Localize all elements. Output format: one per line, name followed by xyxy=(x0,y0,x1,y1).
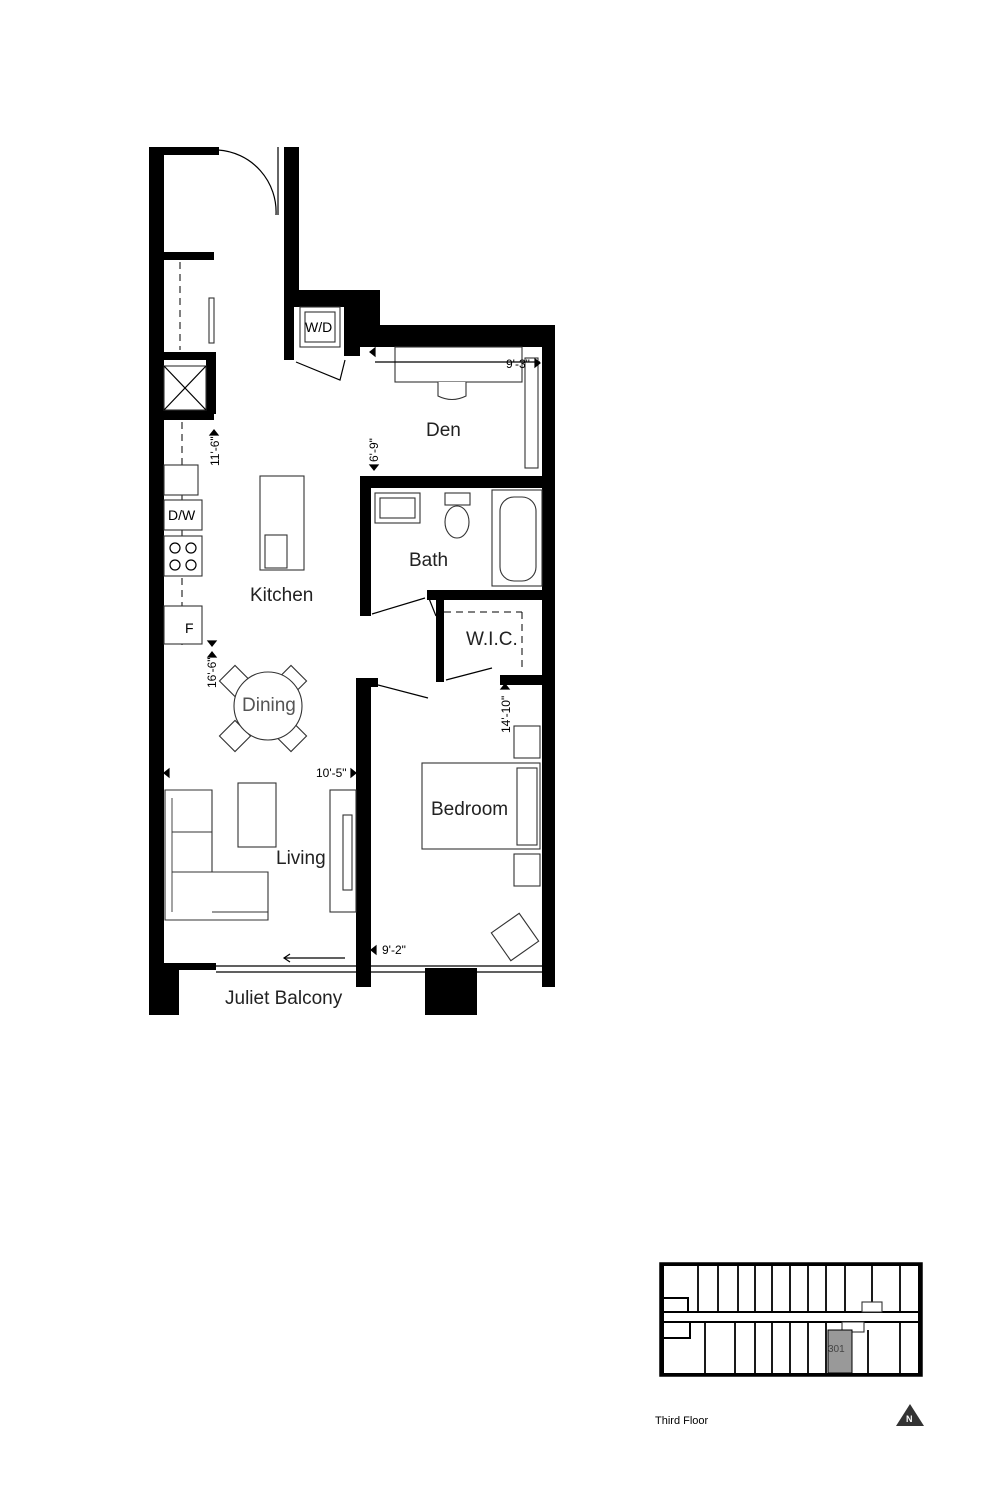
unit-number: 301 xyxy=(828,1344,845,1355)
living-furniture xyxy=(164,782,357,973)
den-furniture xyxy=(375,346,540,469)
dining-label: Dining xyxy=(242,695,296,716)
washer-dryer: W/D xyxy=(295,306,346,381)
bedroom-length-dimension: 14'-10" xyxy=(499,696,513,733)
dining-length-dimension: 16'-6" xyxy=(205,657,219,688)
den-label: Den xyxy=(426,420,461,441)
bedroom-width-dimension: 9'-2" xyxy=(382,943,406,957)
north-arrow-icon: N xyxy=(896,1404,924,1426)
bath-fixtures xyxy=(371,489,543,617)
kitchen-fixtures: D/W F xyxy=(163,422,305,645)
wic-label: W.I.C. xyxy=(466,629,518,650)
fridge-label: F xyxy=(185,620,194,636)
entry-door xyxy=(217,147,279,216)
bedroom-furniture xyxy=(370,725,542,973)
dining-furniture xyxy=(218,664,308,753)
north-label: N xyxy=(906,1414,913,1424)
den-width-dimension: 9'-3" xyxy=(506,357,530,371)
den-depth-dimension: 6'-9" xyxy=(367,438,381,462)
floor-label: Third Floor xyxy=(655,1415,709,1427)
balcony-label: Juliet Balcony xyxy=(225,988,343,1009)
washer-dryer-label: W/D xyxy=(305,319,332,335)
bath-label: Bath xyxy=(409,550,448,571)
living-label: Living xyxy=(276,848,326,869)
walls xyxy=(149,147,555,1015)
dimensions: 9'-3" 6'-9" 11'-6" 16'-6" 10'-5" 14'-10"… xyxy=(163,346,541,957)
kitchen-label: Kitchen xyxy=(250,585,313,606)
dishwasher-label: D/W xyxy=(168,507,196,523)
key-plan: 301 xyxy=(659,1262,923,1377)
bedroom-label: Bedroom xyxy=(431,799,508,820)
kitchen-length-dimension: 11'-6" xyxy=(208,436,222,466)
unit-301-highlight xyxy=(827,1329,853,1374)
entry-closet xyxy=(163,262,215,411)
living-width-dimension: 10'-5" xyxy=(316,766,347,780)
wic-fixtures xyxy=(377,611,523,699)
